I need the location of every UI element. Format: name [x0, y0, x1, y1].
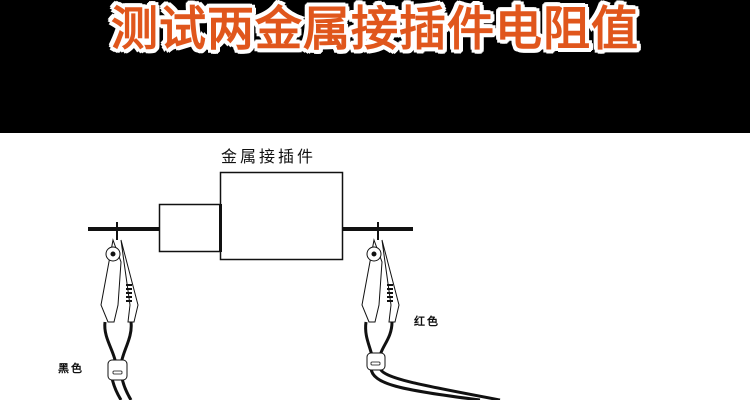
black-probe-clip-icon	[100, 222, 139, 323]
red-probe-cable	[364, 321, 501, 400]
connector-label: 金属接插件	[221, 147, 317, 166]
header-banner: 测试两金属接插件电阻值	[0, 0, 750, 133]
black-probe-label: 黑色	[58, 362, 84, 375]
red-probe-label: 红色	[414, 315, 440, 328]
black-cable-splitter-icon	[107, 359, 128, 381]
metal-connector	[158, 171, 344, 261]
page-title: 测试两金属接插件电阻值	[111, 2, 639, 57]
red-cable-splitter-icon	[366, 352, 386, 371]
red-probe-clip-icon	[361, 222, 400, 323]
